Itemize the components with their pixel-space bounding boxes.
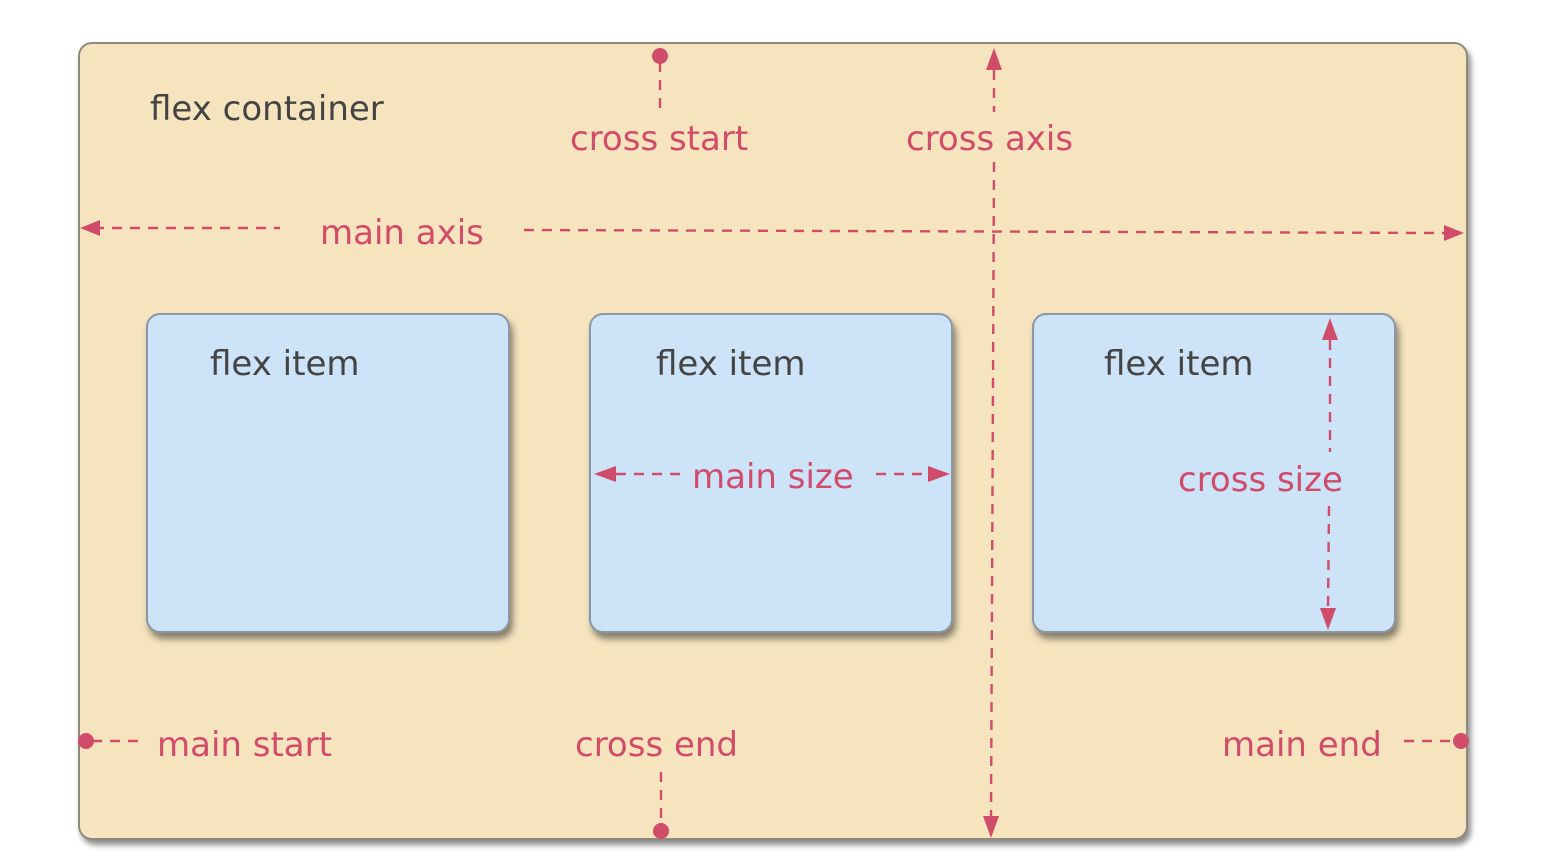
cross-start-label: cross start	[570, 119, 749, 159]
flex-item-box-1	[146, 313, 510, 633]
flex-item-box-3	[1032, 313, 1396, 633]
cross-axis-label: cross axis	[906, 119, 1074, 159]
main-end-label: main end	[1222, 725, 1382, 765]
cross-end-label: cross end	[575, 725, 739, 765]
main-start-label: main start	[157, 725, 332, 765]
flex-item-label-2: flex item	[656, 344, 806, 384]
flex-item-label-1: flex item	[210, 344, 360, 384]
main-axis-label: main axis	[320, 213, 484, 253]
flex-container-label: flex container	[150, 89, 384, 129]
main-size-label: main size	[692, 457, 854, 497]
cross-size-label: cross size	[1178, 460, 1343, 500]
flex-item-label-3: flex item	[1104, 344, 1254, 384]
